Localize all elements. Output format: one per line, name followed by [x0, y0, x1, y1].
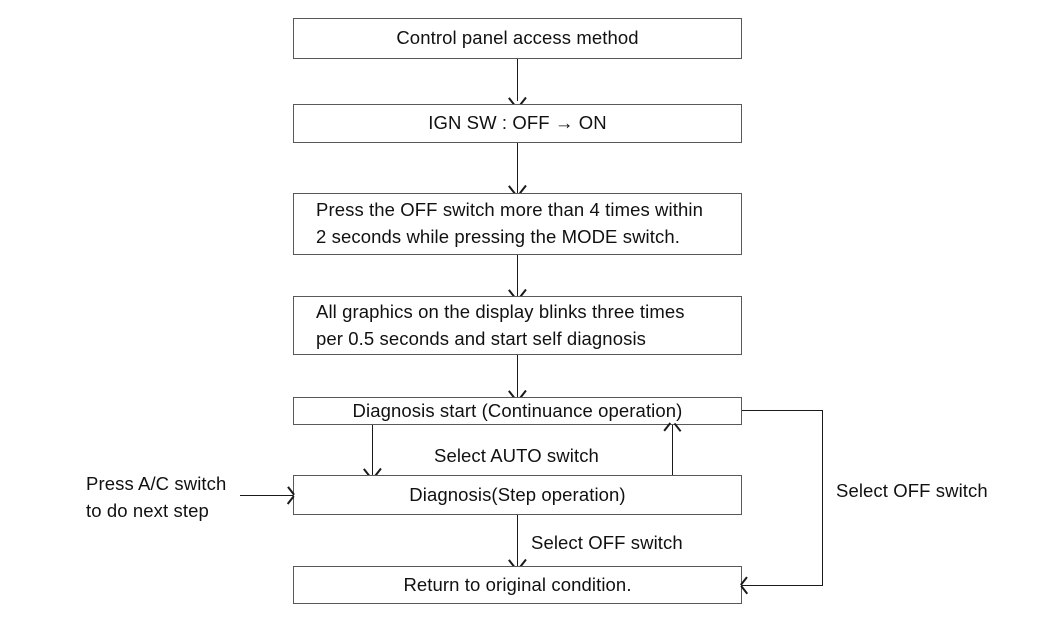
node-return-original: Return to original condition.: [293, 566, 742, 604]
connector-4-to-5: [517, 355, 518, 397]
connector-step-to-diagnosis-start: [672, 425, 673, 475]
node-label: Press the OFF switch more than 4 times w…: [316, 199, 703, 247]
arrowhead-left-return-path: [742, 578, 753, 592]
node-label: Control panel access method: [396, 27, 639, 49]
connector-right-bottom-segment: [742, 585, 823, 586]
connector-2-to-3: [517, 143, 518, 193]
connector-diagnosis-start-to-step: [372, 425, 373, 475]
node-label: IGN SW : OFF → ON: [428, 112, 607, 134]
arrowhead-down-step-to-return: [510, 555, 524, 566]
node-label: Diagnosis(Step operation): [409, 483, 626, 505]
node-label: Diagnosis start (Continuance operation): [352, 399, 683, 421]
node-ign-sw: IGN SW : OFF → ON: [293, 104, 742, 143]
edge-label-select-off-switch-right: Select OFF switch: [836, 480, 988, 501]
annotation-press-ac-switch: Press A/C switch to do next step: [86, 473, 227, 521]
node-diagnosis-start: Diagnosis start (Continuance operation): [293, 397, 742, 425]
arrowhead-up-step-to-start: [665, 425, 679, 436]
arrowhead-down-2-to-3: [510, 181, 524, 192]
node-press-off-switch: Press the OFF switch more than 4 times w…: [293, 193, 742, 255]
node-label: Return to original condition.: [403, 573, 632, 595]
connector-right-top-segment: [742, 410, 823, 411]
connector-3-to-4: [517, 255, 518, 297]
node-label: All graphics on the display blinks three…: [316, 300, 685, 349]
arrowhead-right-ac-switch: [282, 488, 293, 502]
arrowhead-down-3-to-4: [510, 285, 524, 296]
edge-label-select-auto-switch: Select AUTO switch: [434, 445, 599, 466]
connector-step-to-return: [517, 515, 518, 566]
node-diagnosis-step: Diagnosis(Step operation): [293, 475, 742, 515]
node-control-panel-access-method: Control panel access method: [293, 18, 742, 59]
arrowhead-down-4-to-5: [510, 386, 524, 397]
connector-right-vertical-segment: [822, 410, 823, 585]
connector-ac-switch-to-diagnosis-step: [240, 495, 293, 496]
connector-1-to-2: [517, 59, 518, 101]
edge-label-select-off-switch-bottom: Select OFF switch: [531, 532, 683, 553]
node-graphics-blink: All graphics on the display blinks three…: [293, 296, 742, 355]
arrowhead-down-start-to-step: [365, 464, 379, 475]
arrowhead-down-1-to-2: [510, 93, 524, 104]
